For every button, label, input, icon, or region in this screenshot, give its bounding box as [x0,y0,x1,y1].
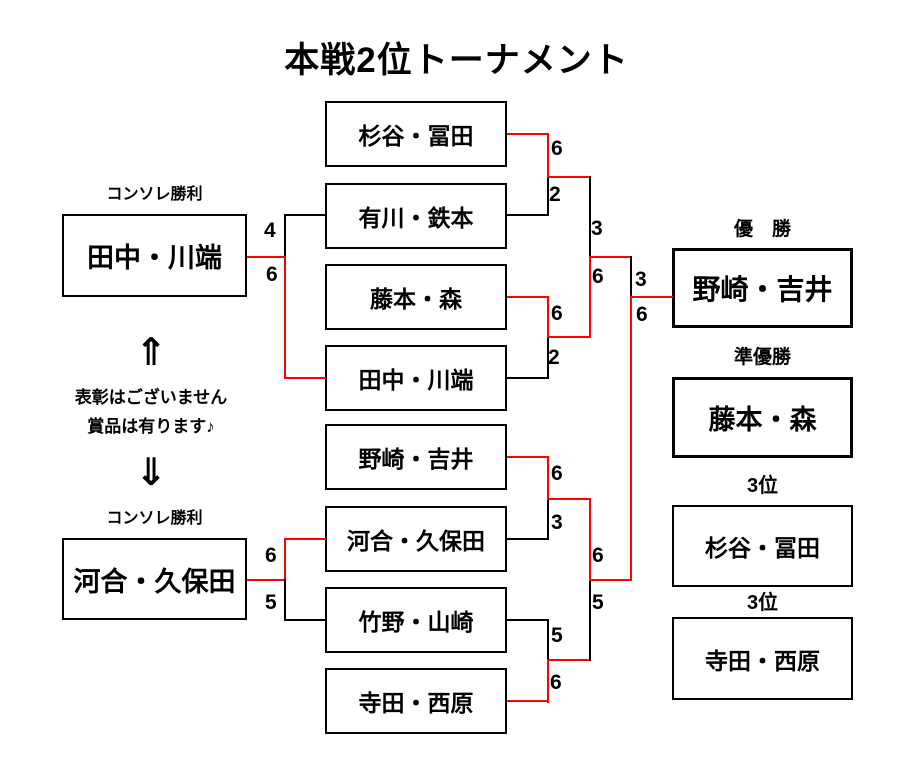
score-r1m1-top: 6 [551,137,563,160]
bracket-line [284,538,286,581]
score-sf2-top: 6 [592,544,604,567]
bracket-line [547,176,549,216]
score-consolation-top-b: 6 [266,263,278,286]
page-title: 本戦2位トーナメント [284,41,629,80]
score-sf2-bottom: 5 [592,591,604,614]
bracket-line [547,133,549,178]
consolation-winner-box-top: 田中・川端 [62,214,247,297]
third-place-box-2: 寺田・西原 [672,617,853,700]
score-sf1-top: 3 [591,217,603,240]
team-box-terada-nishihara: 寺田・西原 [325,668,507,734]
bracket-line [547,659,590,661]
note-arrow-up-icon: ⇑ [135,332,167,374]
bracket-line [507,700,548,702]
team-box-kawai-kubota: 河合・久保田 [325,506,507,572]
bracket-line [547,498,549,540]
team-box-arikawa-tetsumoto: 有川・鉄本 [325,183,507,249]
score-consolation-bottom-a: 6 [265,544,277,567]
third-place-label-1: 3位 [746,475,779,497]
runner-up-box: 藤本・森 [672,377,853,458]
bracket-line [284,214,326,216]
bracket-line [547,176,590,178]
bracket-line [284,214,286,258]
champion-label: 優 勝 [733,219,791,240]
note-block: ⇑ 表彰はございません 賞品は有ります♪ ⇓ [40,334,262,492]
bracket-line [284,256,286,379]
score-final-top: 3 [635,268,647,291]
bracket-line [247,256,285,258]
bracket-line [507,538,548,540]
bracket-line [507,133,548,135]
bracket-line [507,296,548,298]
team-box-takeno-yamazaki: 竹野・山崎 [325,587,507,653]
runner-up-label: 準優勝 [733,347,791,368]
bracket-line [247,579,285,581]
bracket-line [630,296,673,298]
bracket-line [589,176,591,258]
champion-box: 野崎・吉井 [672,248,853,328]
third-place-label-2: 3位 [746,592,779,614]
third-place-box-1: 杉谷・冨田 [672,505,853,587]
score-final-bottom: 6 [636,303,648,326]
bracket-line [630,256,632,298]
score-consolation-bottom-b: 5 [265,591,277,614]
score-sf1-bottom: 6 [592,265,604,288]
bracket-line [284,579,286,621]
bracket-line [547,659,549,703]
bracket-line [507,214,548,216]
bracket-line [547,336,549,379]
bracket-line [630,296,632,581]
score-r1m3-top: 6 [551,462,563,485]
team-box-nozaki-yoshii: 野崎・吉井 [325,424,507,490]
consolation-label-bottom: コンソレ勝利 [106,510,203,527]
bracket-line [284,538,326,540]
bracket-line [547,456,549,500]
score-r1m3-bottom: 3 [551,511,563,534]
bracket-line [284,619,326,621]
team-box-tanaka-kawabata: 田中・川端 [325,345,507,411]
bracket-line [589,498,591,581]
bracket-line [547,296,549,338]
bracket-line [547,619,549,661]
bracket-line [284,377,326,379]
score-r1m4-top: 5 [551,624,563,647]
bracket-line [547,336,590,338]
bracket-line [589,256,631,258]
bracket-line [507,456,548,458]
consolation-winner-box-bottom: 河合・久保田 [62,538,247,620]
note-arrow-down-icon: ⇓ [135,451,167,494]
score-r1m1-bottom: 2 [549,183,561,206]
score-r1m2-top: 6 [551,302,563,325]
bracket-line [589,256,591,338]
consolation-label-top: コンソレ勝利 [106,186,203,203]
bracket-line [507,377,548,379]
note-line-1: 表彰はございません [74,388,228,407]
bracket-line [547,498,590,500]
score-r1m4-bottom: 6 [550,671,562,694]
team-box-sugitani-tomita: 杉谷・冨田 [325,101,507,167]
bracket-line [507,619,548,621]
bracket-line [589,579,591,661]
score-r1m2-bottom: 2 [548,346,560,369]
note-line-2: 賞品は有ります♪ [87,417,215,437]
score-consolation-top-a: 4 [264,219,276,242]
team-box-fujimoto-mori: 藤本・森 [325,264,507,330]
bracket-line [589,579,631,581]
